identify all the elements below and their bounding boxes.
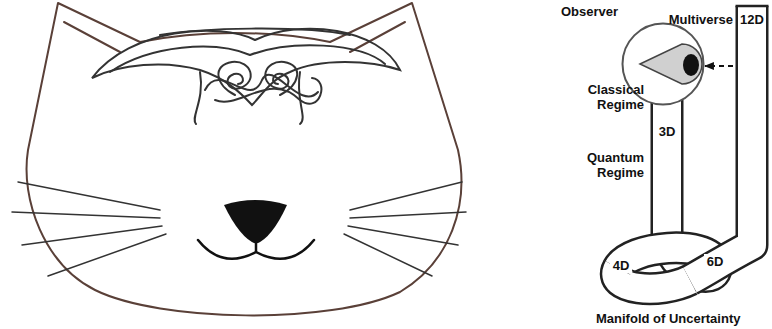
brow-band xyxy=(160,29,350,35)
nose xyxy=(224,200,287,244)
heading: Observer xyxy=(561,4,618,19)
dashed-arrow xyxy=(705,65,733,67)
brow-band xyxy=(92,29,400,105)
region-label: Classical Regime xyxy=(570,82,644,112)
dimension-label: 3D xyxy=(656,124,678,139)
dimension-label: 6D xyxy=(704,254,726,269)
whisker xyxy=(344,234,432,276)
whisker xyxy=(12,212,160,218)
whisker xyxy=(18,182,160,210)
whisker xyxy=(350,182,462,210)
whisker xyxy=(348,226,458,245)
region-label: Quantum Regime xyxy=(570,150,644,180)
drip xyxy=(299,72,303,124)
heading: Multiverse xyxy=(669,12,733,27)
dimension-label: 12D xyxy=(740,12,764,27)
brain-tangle xyxy=(205,75,318,97)
region-label: Manifold of Uncertainty xyxy=(596,311,766,326)
multiverse-tube: Multiverse12D xyxy=(736,6,768,246)
ear-line xyxy=(64,22,120,52)
dimension-label: 4D xyxy=(610,258,632,273)
brain-tangle xyxy=(215,78,321,104)
whisker xyxy=(48,234,166,276)
mouth xyxy=(198,240,314,259)
tube-end xyxy=(736,5,769,8)
head-outline xyxy=(27,3,462,315)
drip xyxy=(195,72,201,124)
whisker xyxy=(350,212,466,218)
